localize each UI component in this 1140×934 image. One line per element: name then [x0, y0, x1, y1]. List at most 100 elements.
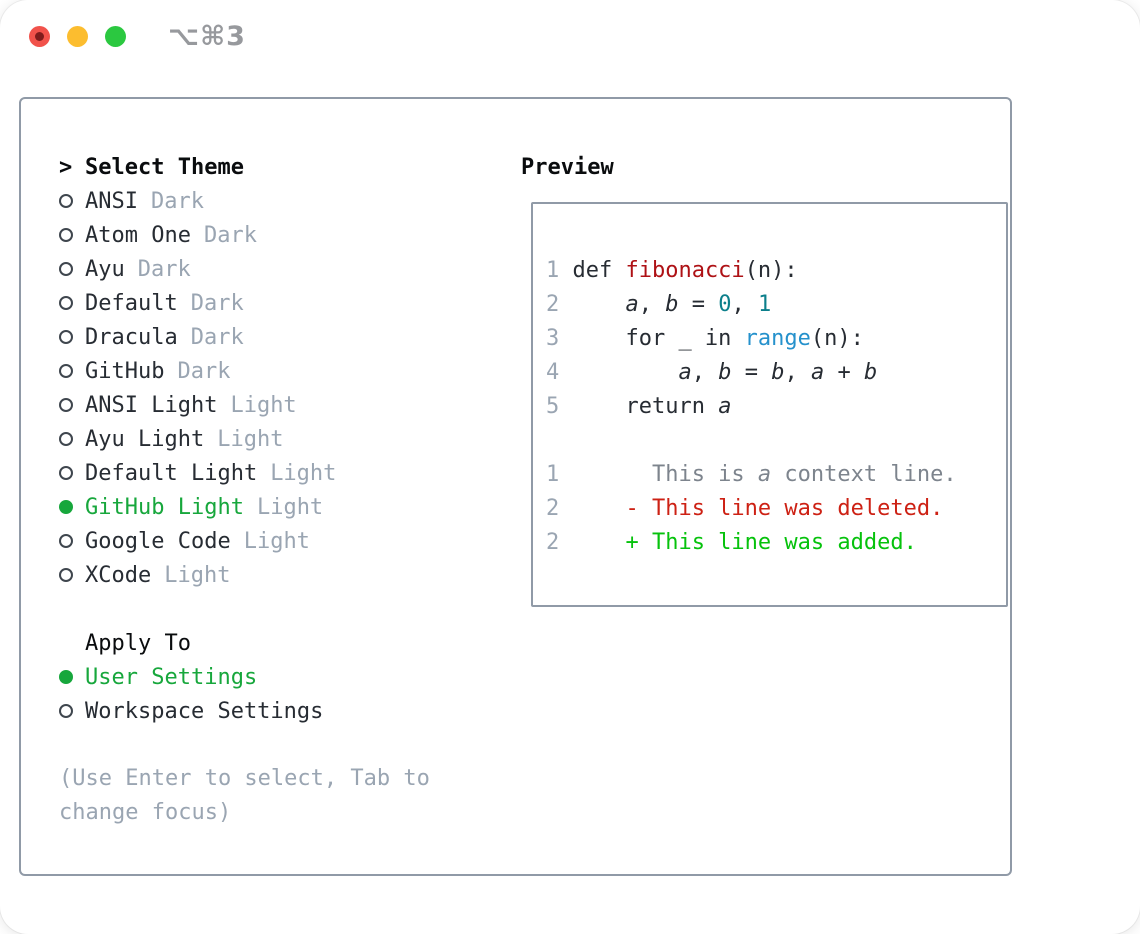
traffic-lights: [29, 26, 126, 47]
code-segment: a: [757, 462, 772, 487]
radio-unselected-icon[interactable]: [59, 694, 85, 728]
line-number: 2: [546, 530, 560, 555]
line-number: 2: [546, 496, 560, 521]
radio-unselected-icon[interactable]: [59, 354, 85, 388]
radio-circle: [59, 330, 73, 344]
radio-unselected-icon[interactable]: [59, 252, 85, 286]
code-segment: - This line was deleted.: [572, 496, 944, 521]
radio-circle: [59, 534, 73, 548]
theme-name: GitHub Light: [85, 494, 244, 520]
code-segment: (n):: [810, 326, 864, 351]
code-line: 1 This is a context line.: [546, 458, 1006, 492]
radio-unselected-icon[interactable]: [59, 320, 85, 354]
radio-unselected-icon[interactable]: [59, 524, 85, 558]
code-segment: a: [625, 292, 639, 317]
theme-option-ayu-light[interactable]: Ayu Light Light: [59, 422, 459, 456]
theme-variant-label: Light: [270, 460, 337, 486]
radio-circle: [59, 568, 73, 582]
radio-unselected-icon[interactable]: [59, 286, 85, 320]
theme-variant-label: Light: [164, 562, 231, 588]
radio-circle: [59, 296, 73, 310]
radio-unselected-icon[interactable]: [59, 558, 85, 592]
code-segment: [572, 360, 678, 385]
code-line: 3 for _ in range(n):: [546, 322, 1006, 356]
radio-circle: [59, 262, 73, 276]
theme-variant-label: Light: [230, 392, 297, 418]
theme-name: Ayu Light: [85, 426, 205, 452]
code-line: [546, 424, 1006, 458]
code-segment: b: [863, 360, 878, 385]
code-segment: +: [824, 360, 864, 385]
code-segment: [572, 292, 625, 317]
code-line: 4 a, b = b, a + b: [546, 356, 1006, 390]
apply-option-user-settings[interactable]: User Settings: [59, 660, 459, 694]
minimize-button[interactable]: [67, 26, 88, 47]
radio-circle: [59, 500, 73, 514]
zoom-button[interactable]: [105, 26, 126, 47]
radio-unselected-icon[interactable]: [59, 422, 85, 456]
code-segment: a: [718, 394, 732, 419]
line-number: 1: [546, 462, 560, 487]
theme-name: Default: [85, 290, 178, 316]
theme-name: Ayu: [85, 256, 125, 282]
code-segment: for _ in: [572, 326, 745, 351]
theme-name: ANSI Light: [85, 392, 218, 418]
close-button[interactable]: [29, 26, 50, 47]
line-number: 1: [546, 258, 560, 283]
radio-unselected-icon[interactable]: [59, 388, 85, 422]
code-segment: ,: [638, 292, 666, 317]
record-dot-icon: [35, 32, 44, 41]
radio-circle: [59, 364, 73, 378]
line-number: 2: [546, 292, 560, 317]
radio-circle: [59, 704, 73, 718]
code-segment: + This line was added.: [572, 530, 917, 555]
theme-variant-label: Light: [217, 426, 284, 452]
radio-selected-icon[interactable]: [59, 490, 85, 524]
theme-section-header: > Select Theme: [59, 150, 459, 184]
preview-title: Preview: [521, 154, 614, 180]
theme-option-ansi-light[interactable]: ANSI Light Light: [59, 388, 459, 422]
code-line: 5 return a: [546, 390, 1006, 424]
theme-variant-label: Dark: [150, 188, 204, 214]
keyboard-hint: (Use Enter to select, Tab to change focu…: [59, 766, 430, 825]
code-line: 2 - This line was deleted.: [546, 492, 1006, 526]
radio-unselected-icon[interactable]: [59, 184, 85, 218]
radio-unselected-icon[interactable]: [59, 218, 85, 252]
code-segment: 0: [718, 292, 732, 317]
code-segment: return: [572, 394, 719, 419]
apply-section-title: Apply To: [85, 630, 191, 656]
code-segment: ,: [784, 360, 811, 385]
section-gap: [59, 592, 459, 626]
line-number: 4: [546, 360, 560, 385]
theme-name: Dracula: [85, 324, 178, 350]
window-title: ⌥⌘3: [168, 21, 246, 52]
radio-selected-icon[interactable]: [59, 660, 85, 694]
theme-section-title: Select Theme: [85, 154, 244, 180]
radio-unselected-icon[interactable]: [59, 456, 85, 490]
code-segment: def: [572, 258, 626, 283]
title-bar: ⌥⌘3: [0, 0, 1140, 75]
radio-circle: [59, 670, 73, 684]
apply-option-workspace-settings[interactable]: Workspace Settings: [59, 694, 459, 728]
radio-circle: [59, 466, 73, 480]
code-segment: b: [665, 292, 679, 317]
prompt-caret-icon: >: [59, 154, 73, 180]
code-segment: ,: [691, 360, 719, 385]
code-segment: =: [678, 292, 719, 317]
